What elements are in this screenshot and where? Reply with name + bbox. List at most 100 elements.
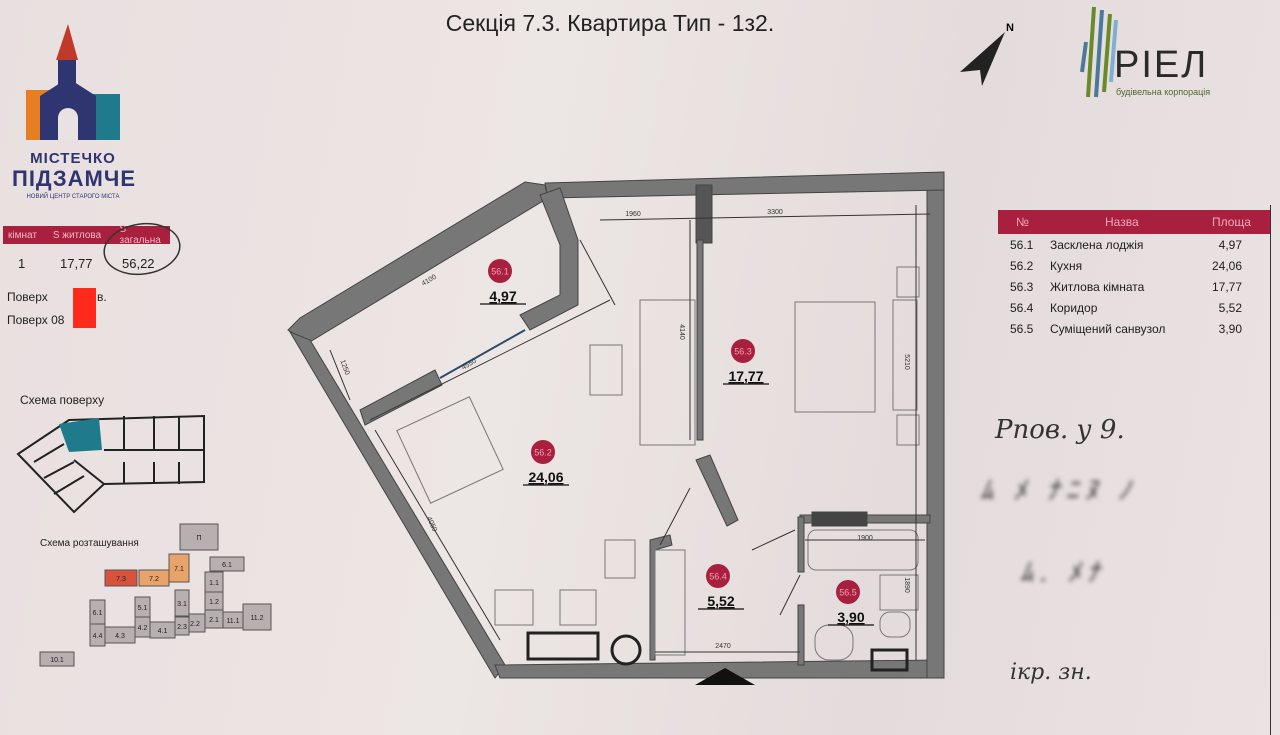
summary-total: 56,22	[122, 256, 155, 271]
rooms-table-row: 56.5 Суміщений санвузол 3,90	[998, 320, 1270, 341]
section-label: 4.3	[115, 633, 125, 640]
section-label: 6.1	[93, 610, 103, 617]
north-arrow-icon	[960, 32, 1005, 86]
page-title: Секція 7.3. Квартира Тип - 1з2.	[445, 10, 775, 36]
handwritten-note-blurred-3: ﾑ. ﾒﾅ	[1020, 558, 1106, 588]
room-badge	[531, 440, 555, 464]
summary-rooms: 1	[18, 256, 26, 271]
floor-label-2: Поверх 08	[7, 313, 65, 327]
dimension-label: 1960	[625, 211, 641, 218]
room-area: 17,77	[1211, 280, 1242, 294]
section-label: 11.1	[226, 618, 239, 625]
section-label: 2.3	[177, 624, 187, 631]
room-area: 24,06	[1211, 259, 1242, 273]
handwritten-note-blurred-2: ﾑ ﾒ ﾅﾆﾇ ﾉ	[980, 476, 1137, 506]
floor-scheme-diagram	[16, 414, 205, 514]
room-area-label: 3,90	[837, 609, 864, 625]
room-no: 56.4	[1010, 301, 1034, 315]
dimension-label: 3300	[767, 209, 783, 216]
section-block	[179, 523, 219, 551]
room-area: 3,90	[1218, 322, 1242, 336]
room-no: 56.1	[1010, 238, 1034, 252]
riel-tagline: будівельна корпорація	[1116, 87, 1211, 97]
room-name: Суміщений санвузол	[1050, 322, 1166, 336]
dimension-label: 4100	[421, 274, 438, 288]
floor-label-1-suffix: в.	[97, 290, 107, 304]
section-label: 5.1	[138, 605, 148, 612]
summary-header-living: S житлова	[52, 229, 102, 241]
section-block	[168, 553, 190, 583]
room-number: 56.2	[534, 448, 552, 458]
room-number: 56.3	[734, 347, 752, 357]
section-label: 11.2	[250, 615, 263, 622]
section-label: 1.1	[209, 580, 219, 587]
rooms-table-row: 56.2 Кухня 24,06	[998, 257, 1270, 278]
section-label: 10.1	[50, 657, 64, 664]
brand-line2: ПІДЗАМЧЕ	[12, 166, 136, 191]
room-name: Коридор	[1050, 301, 1098, 315]
dimension-label: 1250	[338, 359, 350, 376]
dimension-label: 4050	[425, 516, 438, 533]
room-area: 4,97	[1218, 238, 1242, 252]
brand-tagline: НОВИЙ ЦЕНТР СТАРОГО МІСТА	[26, 194, 120, 200]
dimension-label: 1900	[857, 535, 873, 542]
room-badge	[706, 564, 730, 588]
room-no: 56.2	[1010, 259, 1034, 273]
dimension-label: 4550	[461, 358, 478, 372]
dimension-label: 4140	[678, 324, 685, 340]
col-name: Назва	[1105, 215, 1139, 229]
section-block	[242, 603, 272, 631]
section-block	[89, 599, 106, 625]
section-label: 7.1	[174, 566, 184, 573]
room-name: Кухня	[1050, 259, 1083, 273]
rooms-table-header: № Назва Площа	[998, 210, 1270, 234]
section-block	[104, 569, 138, 587]
section-block	[209, 556, 245, 572]
room-badge	[836, 580, 860, 604]
floor-scheme-label: Схема поверху	[20, 393, 105, 407]
summary-living: 17,77	[60, 256, 93, 271]
room-number: 56.4	[709, 572, 727, 582]
frame-line	[1270, 205, 1271, 735]
north-label: N	[1006, 22, 1014, 34]
room-area-label: 24,06	[528, 469, 563, 485]
riel-name: РІЕЛ	[1114, 44, 1209, 86]
col-no: №	[1016, 215, 1029, 229]
section-label: 6.1	[222, 562, 232, 569]
section-block	[134, 596, 151, 618]
section-label: 1.2	[209, 599, 219, 606]
floor-label-1: Поверх	[7, 290, 48, 304]
room-no: 56.5	[1010, 322, 1034, 336]
handwritten-note-1: Рпов. у 9.	[995, 415, 1125, 445]
riel-logo-icon	[1080, 6, 1118, 98]
section-block	[174, 589, 190, 617]
rooms-table-row: 56.3 Житлова кімната 17,77	[998, 278, 1270, 299]
rooms-table-row: 56.4 Коридор 5,52	[998, 299, 1270, 320]
dimension-label: 5210	[903, 354, 910, 370]
room-name: Засклена лоджія	[1050, 238, 1144, 252]
room-name: Житлова кімната	[1050, 280, 1145, 294]
handdrawn-circle	[103, 222, 181, 276]
room-number: 56.5	[839, 588, 857, 598]
dimension-label: 2470	[715, 643, 731, 650]
section-label: 4.4	[93, 633, 103, 640]
room-area-label: 5,52	[707, 593, 734, 609]
section-label: 2.2	[190, 621, 200, 628]
section-label: 2.1	[209, 617, 219, 624]
room-badge	[488, 259, 512, 283]
room-area: 5,52	[1218, 301, 1242, 315]
section-label: 4.1	[158, 628, 168, 635]
section-label: 7.3	[116, 576, 126, 583]
room-area-label: 17,77	[728, 368, 763, 384]
room-no: 56.3	[1010, 280, 1034, 294]
rooms-table-row: 56.1 Засклена лоджія 4,97	[998, 236, 1270, 257]
col-area: Площа	[1212, 215, 1251, 229]
room-number: 56.1	[491, 267, 509, 277]
entrance-marker-icon	[695, 668, 755, 685]
location-scheme-label: Схема розташування	[40, 538, 139, 549]
section-label: 3.1	[177, 601, 187, 608]
handwritten-note-4: ікр. зн.	[1010, 660, 1092, 685]
room-badge	[731, 339, 755, 363]
